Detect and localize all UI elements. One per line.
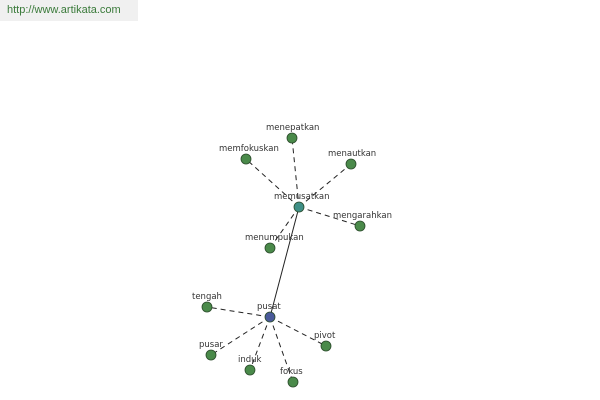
- node-dot-mengarahkan[interactable]: [354, 220, 366, 232]
- node-menautkan[interactable]: menautkan: [328, 149, 376, 170]
- node-pivot[interactable]: pivot: [314, 331, 336, 352]
- node-label-menumpukan: menumpukan: [245, 233, 304, 243]
- node-memusatkan[interactable]: memusatkan: [274, 192, 330, 213]
- node-menumpukan[interactable]: menumpukan: [245, 233, 304, 254]
- node-label-menautkan: menautkan: [328, 149, 376, 159]
- edge-memusatkan-menautkan: [298, 163, 352, 208]
- node-dot-memfokuskan[interactable]: [240, 153, 252, 165]
- node-dot-memusatkan[interactable]: [293, 201, 305, 213]
- watermark-url: http://www.artikata.com: [0, 0, 138, 21]
- node-dot-menepatkan[interactable]: [286, 132, 298, 144]
- node-pusat[interactable]: pusat: [257, 302, 281, 323]
- node-label-fokus: fokus: [280, 367, 303, 377]
- node-layer: memusatkan pusat menepatkan memfokuskan mena…: [192, 123, 392, 388]
- node-dot-tengah[interactable]: [201, 301, 213, 313]
- node-tengah[interactable]: tengah: [192, 292, 222, 313]
- edge-memusatkan-mengarahkan: [298, 206, 361, 227]
- node-label-mengarahkan: mengarahkan: [333, 211, 392, 221]
- node-label-menepatkan: menepatkan: [266, 123, 319, 133]
- edge-pusat-fokus: [269, 316, 294, 383]
- edge-memusatkan-memfokuskan: [245, 158, 300, 208]
- edge-pusat-induk: [249, 316, 271, 371]
- node-memfokuskan[interactable]: memfokuskan: [219, 144, 279, 165]
- node-label-pusar: pusar: [199, 340, 223, 350]
- node-dot-induk[interactable]: [244, 364, 256, 376]
- node-menepatkan[interactable]: menepatkan: [266, 123, 319, 144]
- node-label-induk: induk: [238, 355, 262, 365]
- edge-memusatkan-menepatkan: [291, 137, 300, 208]
- edge-pusat-pivot: [269, 316, 327, 347]
- edge-memusatkan-pusat: [269, 206, 300, 318]
- node-label-tengah: tengah: [192, 292, 222, 302]
- node-dot-menumpukan[interactable]: [264, 242, 276, 254]
- node-fokus[interactable]: fokus: [280, 367, 303, 388]
- node-dot-pusat[interactable]: [264, 311, 276, 323]
- node-label-pusat: pusat: [257, 302, 281, 312]
- node-dot-fokus[interactable]: [287, 376, 299, 388]
- edge-pusat-pusar: [210, 316, 271, 356]
- edge-layer: [206, 137, 361, 383]
- edge-pusat-tengah: [206, 306, 271, 318]
- node-dot-pivot[interactable]: [320, 340, 332, 352]
- node-mengarahkan[interactable]: mengarahkan: [333, 211, 392, 232]
- node-dot-menautkan[interactable]: [345, 158, 357, 170]
- node-dot-pusar[interactable]: [205, 349, 217, 361]
- node-pusar[interactable]: pusar: [199, 340, 223, 361]
- node-label-memfokuskan: memfokuskan: [219, 144, 279, 154]
- node-label-pivot: pivot: [314, 331, 336, 341]
- node-induk[interactable]: induk: [238, 355, 262, 376]
- node-label-memusatkan: memusatkan: [274, 192, 330, 202]
